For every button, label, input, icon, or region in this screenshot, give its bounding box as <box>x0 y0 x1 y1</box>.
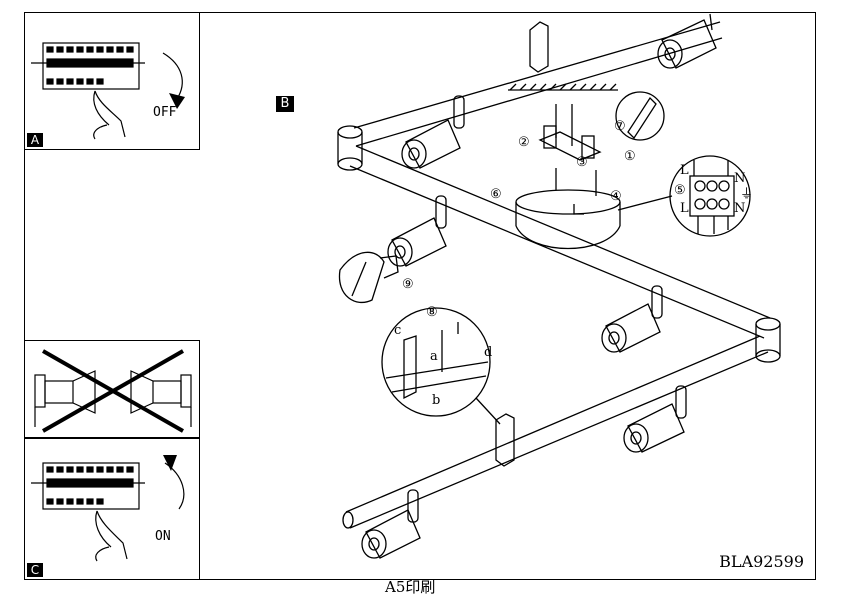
step-4-label: ④ <box>610 189 622 204</box>
step-2-label: ② <box>518 135 530 150</box>
bar-joint-left <box>337 125 363 171</box>
terminal-ground-icon: ⏚ <box>740 187 753 202</box>
terminal-l-top: L <box>680 163 689 178</box>
track-bar-lower <box>342 335 769 529</box>
step-1-label: ① <box>624 149 636 164</box>
terminal-l-bottom: L <box>680 201 689 216</box>
step-9-label: ⑨ <box>402 277 414 292</box>
spotlight-head-2 <box>401 95 465 169</box>
breaker-on-illustration <box>31 455 185 562</box>
terminal-n-top: N <box>734 171 745 186</box>
product-code: BLA92599 <box>719 552 804 571</box>
ceiling-surface <box>508 83 618 91</box>
track-bar-middle <box>349 145 771 339</box>
panel-a-tag: A <box>27 133 43 147</box>
terminal-n-bottom: N <box>734 201 745 216</box>
spotlight-head-3 <box>387 195 447 267</box>
incorrect-install-illustration <box>34 349 192 433</box>
step-3-label: ③ <box>576 155 588 170</box>
detail-letter-c: c <box>394 323 401 338</box>
step-6-label: ⑥ <box>490 187 502 202</box>
detail-letter-b: b <box>432 393 440 408</box>
panel-incorrect-install <box>24 340 200 438</box>
spotlight-head-5 <box>623 385 687 453</box>
cross-out-icon <box>42 349 184 433</box>
track-bar-upper <box>353 21 723 147</box>
bar-clip-top <box>529 21 549 73</box>
spotlight-head-6 <box>361 489 421 559</box>
detail-letter-a: a <box>430 349 438 364</box>
footer-print-note: A5印刷 <box>385 578 436 596</box>
step-7-label: ⑦ <box>614 119 626 134</box>
panel-b-tag: B <box>276 96 294 112</box>
clip-detail-magnifier <box>381 307 501 425</box>
bar-clip-bottom <box>495 413 515 467</box>
mounting-bracket <box>538 104 602 196</box>
gu10-bulb <box>338 251 399 304</box>
switch-off-label: OFF <box>153 105 177 120</box>
panel-c-switch-on: ON C <box>24 438 200 580</box>
breaker-off-illustration <box>31 42 185 140</box>
ceiling-canopy <box>515 189 621 250</box>
spotlight-head-4 <box>601 285 663 353</box>
instruction-sheet-frame <box>24 12 816 580</box>
terminal-block-detail <box>617 155 751 237</box>
panel-a-switch-off: OFF A <box>24 12 200 150</box>
wall-plug <box>615 91 665 141</box>
arrow-up-icon <box>163 455 177 471</box>
switch-on-label: ON <box>155 529 171 544</box>
spotlight-head-1 <box>657 13 717 69</box>
detail-letter-d: d <box>484 345 492 360</box>
panel-c-tag: C <box>27 563 43 577</box>
step-5-label: ⑤ <box>674 183 686 198</box>
arrow-down-icon <box>169 93 185 109</box>
step-8-label: ⑧ <box>426 305 438 320</box>
bar-joint-right <box>755 317 781 363</box>
